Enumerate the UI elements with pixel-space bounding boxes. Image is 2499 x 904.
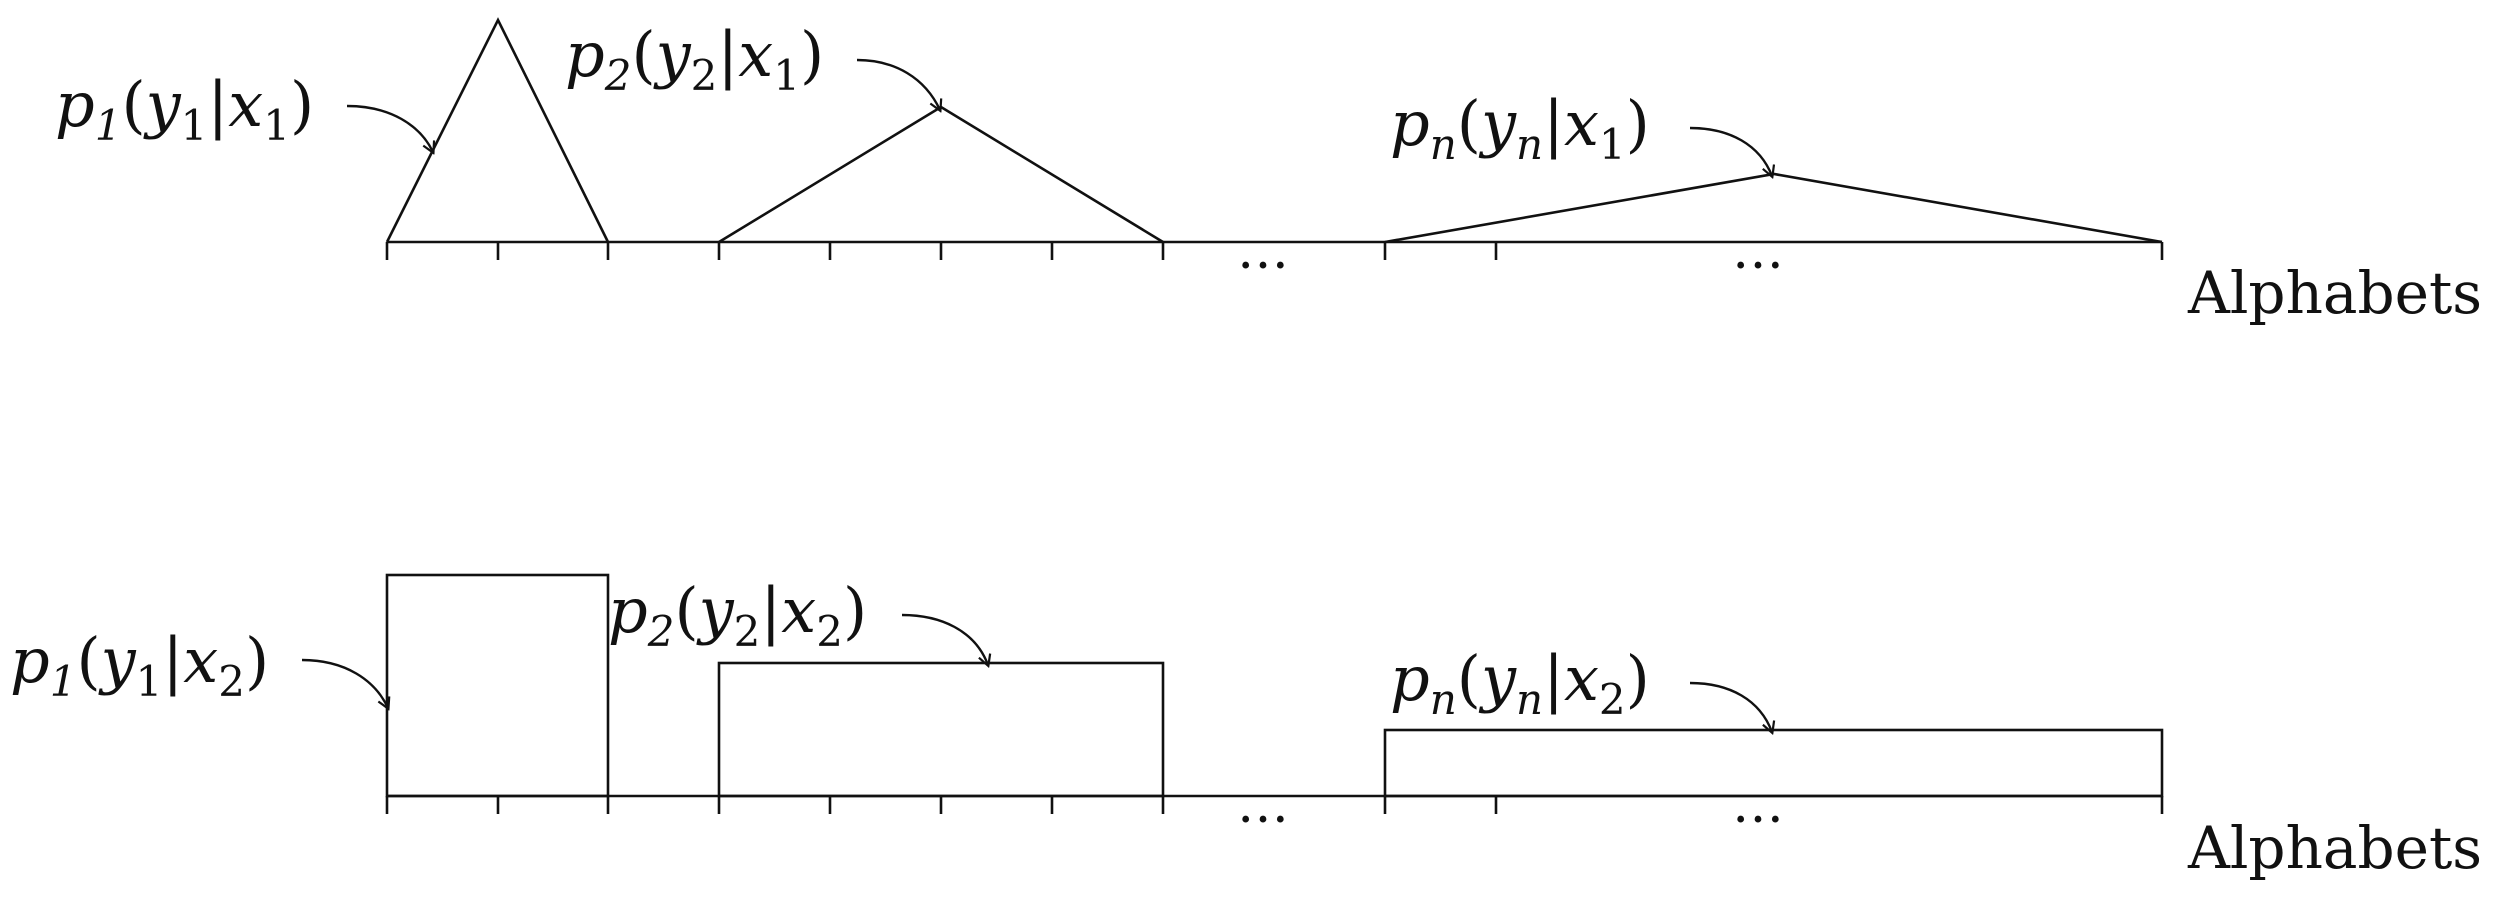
top-triangle-1 — [385, 17, 610, 243]
top-arrow-n — [1689, 126, 1772, 176]
bottom-rect-2 — [717, 661, 1165, 798]
bottom-label-1: p1(y1|x2) — [10, 624, 269, 706]
top-ellipsis-1: … — [1237, 221, 1295, 281]
top-label-n: pn(yn|x1) — [1390, 87, 1650, 169]
bottom-label-n: pn(yn|x2) — [1390, 642, 1650, 724]
top-label-2: p2(y2|x1) — [565, 18, 824, 100]
top-triangle-2 — [718, 105, 1164, 244]
top-arrow-1 — [346, 104, 433, 152]
bottom-axis-ticks — [385, 796, 2164, 814]
bottom-label-2: p2(y2|x2) — [608, 574, 867, 656]
top-arrow-2 — [856, 58, 940, 110]
bottom-arrow-2 — [901, 613, 988, 665]
top-label-1: p1(y1|x1) — [55, 68, 314, 150]
top-axis-label: Alphabets — [2187, 259, 2482, 327]
bottom-ellipsis-1: … — [1237, 775, 1295, 835]
top-axis-ticks — [385, 242, 2164, 260]
top-panel: … … Alphabets p1(y1|x1) p2(y2|x1) pn(yn|… — [55, 17, 2482, 327]
bottom-ellipsis-2: … — [1732, 775, 1790, 835]
bottom-arrow-n — [1689, 681, 1772, 732]
bottom-axis-label: Alphabets — [2187, 814, 2482, 882]
bottom-panel: … … Alphabets p1(y1|x2) p2(y2|x2) pn(yn|… — [10, 573, 2482, 882]
bottom-arrow-1 — [301, 658, 388, 708]
top-ellipsis-2: … — [1732, 221, 1790, 281]
bottom-rect-1 — [385, 573, 610, 798]
